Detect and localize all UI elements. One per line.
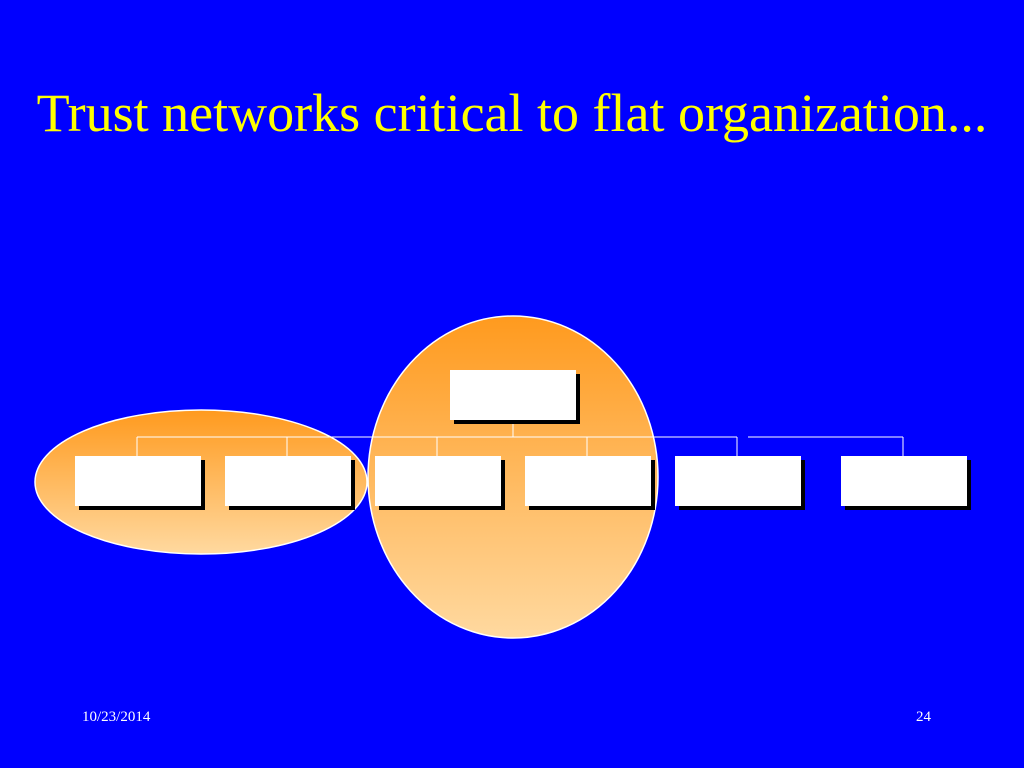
- child-box-3: [375, 456, 505, 510]
- page-number: 24: [916, 709, 931, 725]
- child-box-5: [675, 456, 805, 510]
- child-box-1: [75, 456, 205, 510]
- vertical-trust-group: [367, 315, 659, 639]
- child-box-4: [525, 456, 655, 510]
- footer-date: 10/23/2014: [82, 709, 151, 725]
- root-box: [450, 370, 580, 424]
- child-box-2: [225, 456, 355, 510]
- slide-title: Trust networks critical to flat organiza…: [36, 83, 988, 143]
- child-box-6: [841, 456, 971, 510]
- org-connectors: [136, 420, 904, 456]
